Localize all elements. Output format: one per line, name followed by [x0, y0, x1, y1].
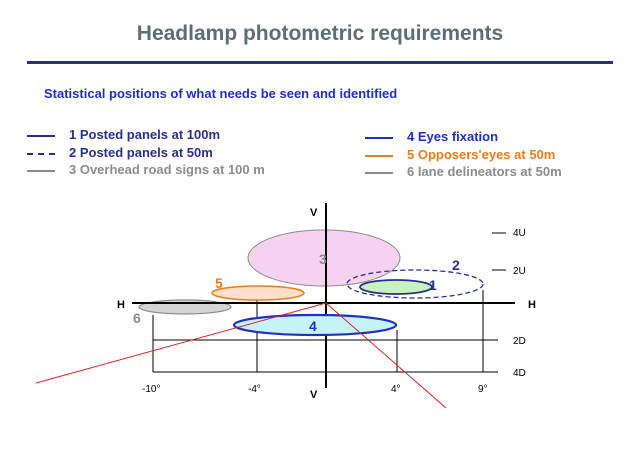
h-axis-label-left: H: [117, 299, 125, 311]
region-label-3: 3: [319, 251, 327, 267]
legend-label-2: 2 Posted panels at 50m: [69, 145, 213, 160]
region-4-eyes-fixation: [232, 313, 398, 337]
title-divider: [27, 61, 613, 64]
legend-swatch-4: [365, 137, 393, 139]
legend-label-3: 3 Overhead road signs at 100 m: [69, 162, 265, 177]
legend-swatch-1: [27, 135, 55, 137]
v-axis-label-top: V: [310, 207, 318, 219]
y-tick-2u: 2U: [513, 266, 526, 277]
y-tick-2d: 2D: [513, 336, 526, 347]
legend-label-1: 1 Posted panels at 100m: [69, 127, 221, 142]
legend-label-4: 4 Eyes fixation: [407, 129, 499, 144]
y-tick-4u: 4U: [513, 228, 526, 239]
x-tick-minus4: -4°: [248, 384, 261, 395]
legend-label-5: 5 Opposers'eyes at 50m: [407, 147, 556, 162]
page-title: Headlamp photometric requirements: [136, 22, 504, 45]
region-label-6: 6: [133, 310, 141, 326]
x-tick-4: 4°: [391, 384, 401, 395]
legend-label-6: 6 lane delineators at 50m: [407, 164, 562, 179]
legend-swatch-2: [27, 153, 55, 155]
legend-swatch-5: [365, 155, 393, 157]
region-label-2: 2: [452, 257, 460, 273]
h-axis-label-right: H: [528, 299, 536, 311]
legend-swatch-3: [27, 170, 55, 172]
v-axis-label-bottom: V: [310, 389, 318, 401]
region-label-4: 4: [309, 318, 317, 334]
region-1-panels-100m: [359, 279, 433, 295]
subtitle: Statistical positions of what needs be s…: [44, 86, 398, 101]
x-tick-9: 9°: [478, 384, 488, 395]
region-5-opposers-eyes: [211, 285, 305, 301]
region-label-5: 5: [215, 275, 223, 291]
beam-line-left: [35, 302, 327, 384]
region-3-overhead-signs: [247, 229, 401, 287]
region-label-1: 1: [429, 277, 437, 293]
legend-swatch-6: [365, 172, 393, 174]
region-2-panels-50m: [346, 269, 484, 299]
x-tick-minus10: -10°: [142, 384, 160, 395]
beam-line-right: [325, 302, 447, 409]
y-tick-4d: 4D: [513, 368, 526, 379]
